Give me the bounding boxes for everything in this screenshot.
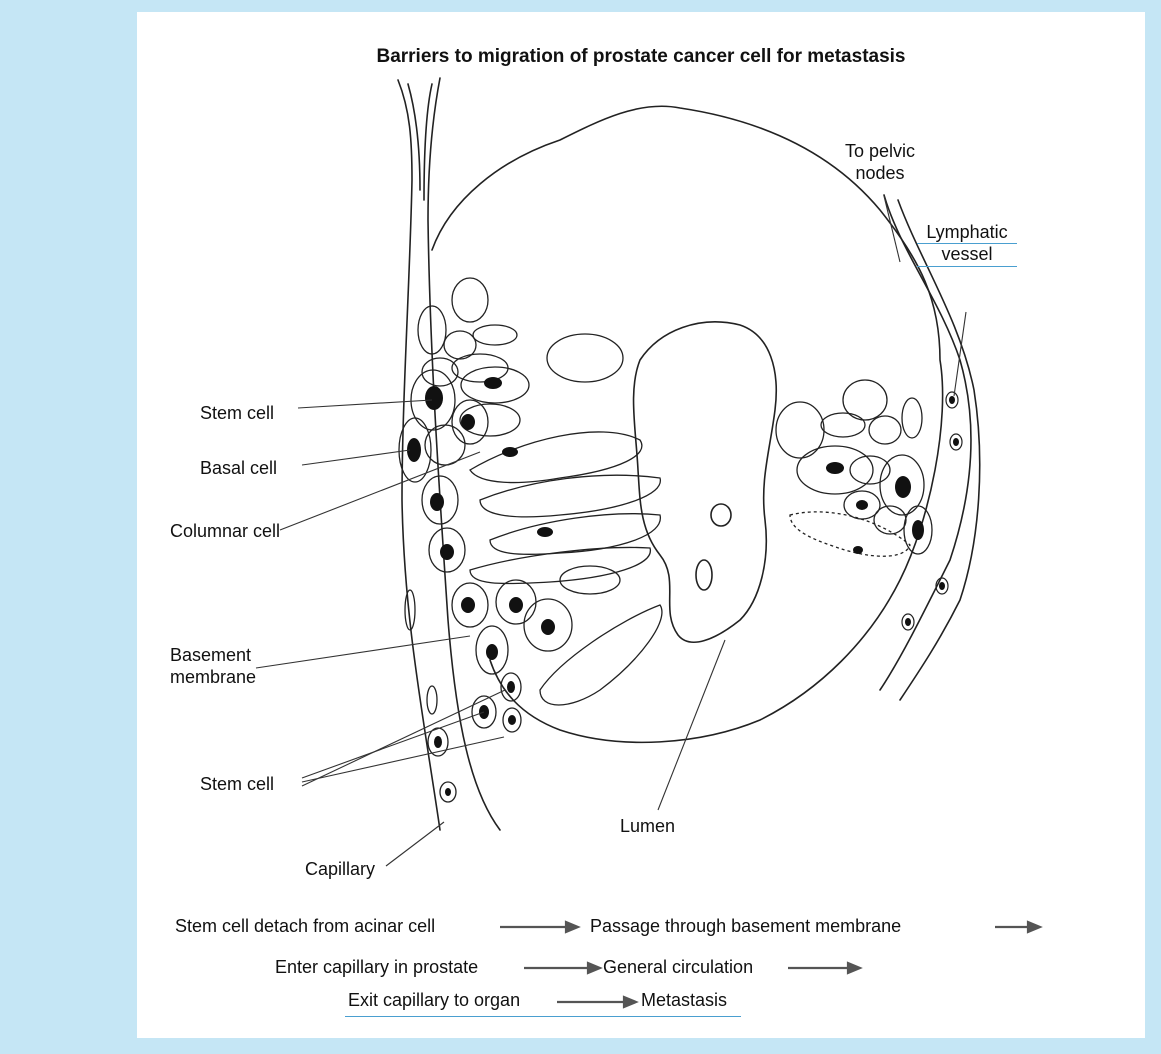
- cell-outline: [869, 416, 901, 444]
- cell-nucleus: [912, 520, 924, 540]
- cell-nucleus: [430, 493, 444, 511]
- cell-nucleus: [541, 619, 555, 635]
- leader-line-capillary: [386, 822, 444, 866]
- label-underline: [917, 266, 1017, 267]
- label-lymphatic-vessel-line1: Lymphatic: [917, 221, 1017, 243]
- leader-line-basal-cell: [302, 450, 410, 465]
- flow-step-exit-capillary: Exit capillary to organ: [348, 990, 520, 1011]
- cell-nucleus: [507, 681, 515, 693]
- label-capillary: Capillary: [305, 858, 375, 880]
- flow-step-metastasis: Metastasis: [641, 990, 727, 1011]
- leader-line-stem-cell-a: [302, 712, 484, 778]
- label-lumen: Lumen: [620, 815, 675, 837]
- leader-line-stem-cell-c: [302, 690, 505, 786]
- lumen-body-1: [711, 504, 731, 526]
- flow-arrow-head: [624, 997, 636, 1007]
- columnar-cell-outline: [540, 605, 662, 705]
- cell-nucleus: [537, 527, 553, 537]
- columnar-cell-outline: [480, 475, 660, 517]
- cell-nucleus: [425, 386, 443, 410]
- label-to-pelvic-nodes-line2: nodes: [810, 162, 950, 184]
- cell-nucleus: [939, 582, 945, 590]
- cell-nucleus: [484, 377, 502, 389]
- cell-outline: [902, 398, 922, 438]
- flow-step-circulation: General circulation: [603, 957, 753, 978]
- flow-step-basement: Passage through basement membrane: [590, 916, 901, 937]
- cell-nucleus: [508, 715, 516, 725]
- label-to-pelvic-nodes: To pelvic nodes: [810, 140, 950, 184]
- cell-outline: [473, 325, 517, 345]
- lumen-body-2: [696, 560, 712, 590]
- capillary-wall-inner: [428, 78, 500, 830]
- cell-nucleus: [895, 476, 911, 498]
- flow-arrow-head: [566, 922, 578, 932]
- cell-nucleus: [434, 736, 442, 748]
- cell-nucleus: [461, 597, 475, 613]
- cell-nucleus: [509, 597, 523, 613]
- label-basal-cell: Basal cell: [200, 457, 277, 479]
- lumen-outline: [634, 322, 777, 642]
- label-columnar-cell: Columnar cell: [170, 520, 280, 542]
- label-basement-membrane: Basement membrane: [170, 644, 256, 688]
- label-stem-cell-bottom: Stem cell: [200, 773, 274, 795]
- flow-arrow-head: [588, 963, 600, 973]
- acinus-boundary: [432, 106, 943, 742]
- flow-step-enter-capillary: Enter capillary in prostate: [275, 957, 478, 978]
- flow-step-detach: Stem cell detach from acinar cell: [175, 916, 435, 937]
- flow-arrow-head: [848, 963, 860, 973]
- cell-nucleus: [953, 438, 959, 446]
- label-to-pelvic-nodes-line1: To pelvic: [810, 140, 950, 162]
- cell-nucleus: [856, 500, 868, 510]
- flow-arrow-head: [1028, 922, 1040, 932]
- label-stem-cell-top: Stem cell: [200, 402, 274, 424]
- label-basement-membrane-line1: Basement: [170, 644, 256, 666]
- cell-outline: [821, 413, 865, 437]
- cell-outline: [776, 402, 824, 458]
- cell-nucleus: [445, 788, 451, 796]
- columnar-cell-outline: [490, 514, 660, 555]
- cell-nucleus: [949, 396, 955, 404]
- cell-nucleus: [440, 544, 454, 560]
- label-underline: [917, 243, 1017, 244]
- cell-nucleus: [502, 447, 518, 457]
- cell-nucleus: [461, 414, 475, 430]
- cell-outline: [452, 278, 488, 322]
- label-lymphatic-vessel-line2: vessel: [917, 243, 1017, 265]
- leader-line-lumen: [658, 640, 725, 810]
- cell-outline: [547, 334, 623, 382]
- cell-nucleus: [853, 546, 863, 554]
- leader-line-basement-membrane: [256, 636, 470, 668]
- label-basement-membrane-line2: membrane: [170, 666, 256, 688]
- cell-nucleus: [826, 462, 844, 474]
- flow-underline: [345, 1016, 741, 1017]
- cell-nucleus: [905, 618, 911, 626]
- cell-nucleus: [486, 644, 498, 660]
- cell-outline: [452, 354, 508, 382]
- cell-outline: [427, 686, 437, 714]
